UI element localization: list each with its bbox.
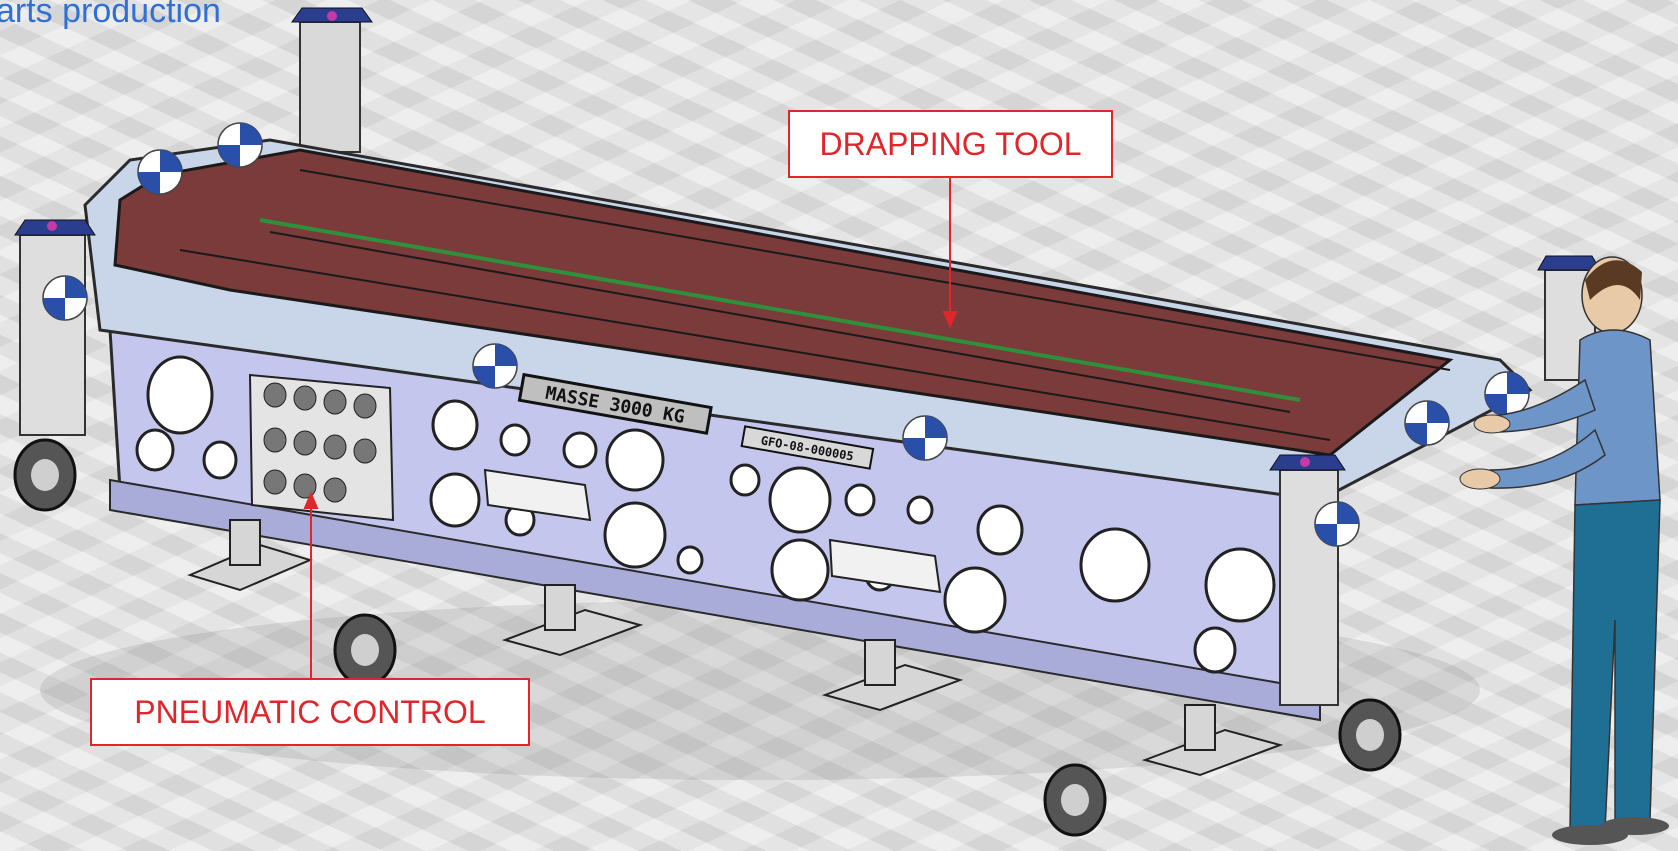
target-marker-1	[137, 149, 183, 195]
target-marker-5	[902, 415, 948, 461]
column-front-right	[1269, 454, 1346, 706]
support-feet	[187, 519, 1284, 777]
column-front-left	[14, 219, 96, 436]
target-marker-8	[1314, 501, 1360, 547]
callout-arrow-drapping	[942, 178, 958, 329]
pneumatic-panel	[248, 373, 395, 522]
column-back-left	[291, 7, 373, 153]
callout-arrow-pneumatic	[303, 491, 319, 678]
target-marker-3	[42, 275, 88, 321]
page-title: arts production	[0, 0, 221, 30]
frame-holes	[135, 355, 1276, 674]
fork-pockets	[483, 468, 942, 594]
callout-drapping-tool: DRAPPING TOOL	[788, 110, 1113, 178]
target-markers	[42, 122, 1530, 547]
target-marker-6	[1404, 400, 1450, 446]
human-figure	[1459, 256, 1669, 845]
target-marker-2	[217, 122, 263, 168]
drapping-tool-surface	[113, 148, 1454, 457]
callout-pneumatic-control: PNEUMATIC CONTROL	[90, 678, 530, 746]
target-marker-4	[472, 343, 518, 389]
frame-base	[109, 478, 1321, 722]
target-marker-7	[1484, 371, 1530, 417]
